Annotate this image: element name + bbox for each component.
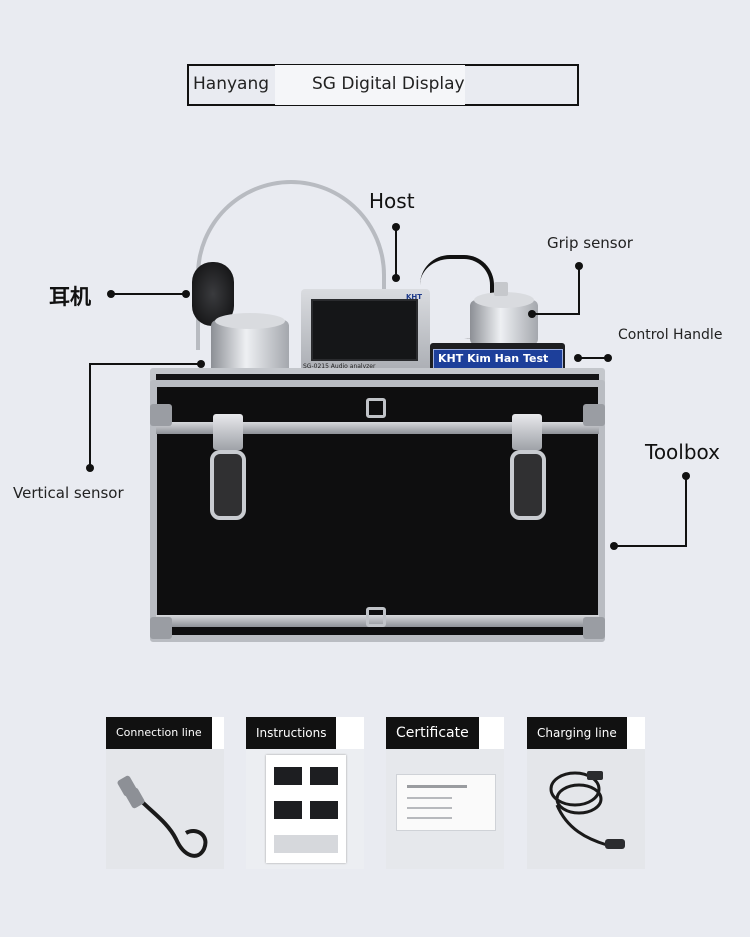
- callout-line: [395, 226, 397, 278]
- handle-brand-label: KHT Kim Han Test: [433, 349, 563, 369]
- page-title: SG Digital Display: [312, 74, 465, 94]
- manual-figure: [310, 767, 338, 785]
- accessory-label: Instructions: [246, 717, 337, 749]
- header-divider: [187, 64, 189, 106]
- certificate-line: [407, 817, 452, 819]
- label-vertical-sensor: Vertical sensor: [13, 484, 124, 502]
- manual-figure: [310, 801, 338, 819]
- certificate-line: [407, 797, 452, 799]
- brand-name: Hanyang: [193, 74, 270, 94]
- callout-dot: [86, 464, 94, 472]
- toolbox-bottom-rail: [156, 615, 599, 627]
- toolbox-corner: [583, 617, 605, 639]
- toolbox-latch-plate: [512, 414, 542, 450]
- callout-line: [578, 357, 608, 359]
- host-model-label: SG-0215 Audio analyzer: [303, 363, 376, 370]
- toolbox-center-clip: [366, 607, 386, 627]
- manual-figure: [274, 835, 338, 853]
- toolbox-latch: [510, 450, 546, 520]
- callout-line: [685, 476, 687, 546]
- callout-dot: [574, 354, 582, 362]
- usb-cable-icon: [549, 771, 625, 849]
- toolbox-corner: [150, 404, 172, 426]
- instructions-image: [246, 749, 364, 869]
- accessory-label: Charging line: [527, 717, 627, 749]
- certificate-card: [396, 774, 496, 831]
- accessory-card-charging-line: Charging line: [527, 717, 645, 869]
- manual-page: [266, 755, 346, 863]
- toolbox-corner: [150, 617, 172, 639]
- toolbox-rail: [156, 422, 599, 434]
- callout-line: [614, 545, 687, 547]
- accessory-label: Certificate: [386, 717, 479, 749]
- vertical-sensor-top: [215, 313, 285, 329]
- callout-dot: [182, 290, 190, 298]
- toolbox-latch: [210, 450, 246, 520]
- host-brand: KHT: [406, 293, 423, 301]
- callout-dot: [392, 274, 400, 282]
- callout-line: [90, 363, 200, 365]
- toolbox-center-clip: [366, 398, 386, 418]
- manual-figure: [274, 801, 302, 819]
- vertical-sensor-device: [211, 320, 289, 375]
- grip-sensor-top: [474, 292, 534, 308]
- callout-dot: [197, 360, 205, 368]
- charging-line-image: [527, 749, 645, 869]
- callout-dot: [604, 354, 612, 362]
- grip-sensor-knob: [494, 282, 508, 296]
- label-toolbox: Toolbox: [645, 440, 720, 464]
- label-headphones: 耳机: [49, 285, 91, 309]
- label-host: Host: [369, 189, 415, 213]
- callout-line: [578, 266, 580, 314]
- callout-dot: [610, 542, 618, 550]
- accessory-card-certificate: Certificate: [386, 717, 504, 869]
- toolbox-corner: [583, 404, 605, 426]
- label-control-handle: Control Handle: [618, 327, 723, 343]
- cable-icon: [117, 775, 208, 858]
- label-grip-sensor: Grip sensor: [547, 234, 633, 252]
- accessory-card-connection-line: Connection line: [106, 717, 224, 869]
- accessory-card-instructions: Instructions: [246, 717, 364, 869]
- manual-figure: [274, 767, 302, 785]
- callout-line: [111, 293, 186, 295]
- accessory-label: Connection line: [106, 717, 212, 749]
- header-title-panel: [275, 65, 465, 105]
- certificate-line: [407, 807, 452, 809]
- callout-line: [89, 363, 91, 467]
- host-screen: [311, 299, 418, 361]
- certificate-line: [407, 785, 467, 788]
- headphone-band: [196, 180, 386, 350]
- certificate-image: [386, 749, 504, 869]
- callout-line: [532, 313, 580, 315]
- callout-dot: [528, 310, 536, 318]
- connection-line-image: [106, 749, 224, 869]
- toolbox-latch-plate: [213, 414, 243, 450]
